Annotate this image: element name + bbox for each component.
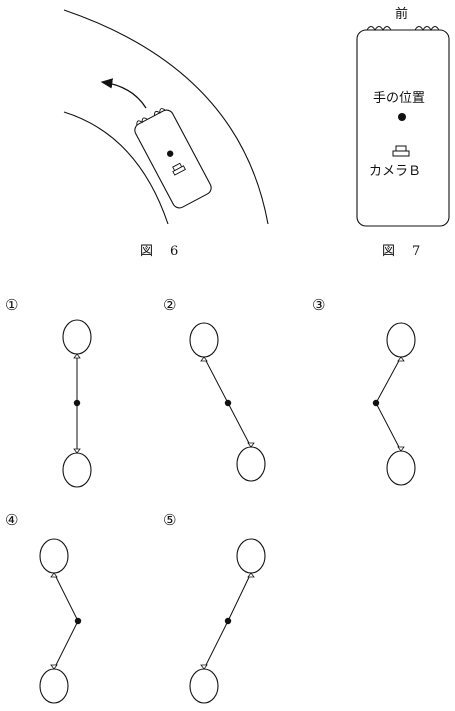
figure-7-caption: 図 7: [382, 244, 423, 259]
hand-point-dot: [224, 617, 232, 625]
turn-direction-arrow: [100, 78, 147, 109]
hand-point-dot: [73, 399, 81, 407]
option-5-label: ⑤: [163, 511, 177, 529]
option-4-label: ④: [5, 511, 19, 529]
camera-b-icon: [392, 145, 410, 157]
option-1-drawing: [62, 319, 92, 488]
hand-position-dot: [398, 113, 406, 121]
option-2-label: ②: [163, 296, 177, 314]
camera-b-icon: [172, 162, 186, 176]
figure-7-drawing: [356, 26, 450, 227]
front-label: 前: [395, 7, 409, 22]
figure-6-drawing: [63, 9, 269, 225]
car-body: [356, 29, 450, 227]
options-layer: [39, 319, 416, 704]
outer-track-arc: [63, 9, 269, 225]
option-5-drawing: [189, 538, 266, 704]
car-front-left-bump: [366, 26, 392, 31]
hand-point-dot: [372, 399, 380, 407]
hand-position-dot: [166, 150, 174, 157]
option-4-drawing: [39, 538, 82, 704]
hand-point-dot: [224, 399, 232, 407]
option-3-drawing: [372, 322, 416, 486]
hand-position-label: 手の位置: [373, 91, 426, 106]
option-3-label: ③: [312, 296, 326, 314]
option-2-drawing: [189, 322, 266, 482]
car-front-right-bump: [414, 26, 440, 31]
car-top-view: [134, 108, 212, 209]
inner-track-arc: [63, 111, 169, 225]
option-1-label: ①: [5, 296, 19, 314]
hand-point-dot: [74, 617, 82, 625]
figure-6-caption: 図 6: [140, 244, 181, 259]
camera-b-label: カメラＢ: [369, 164, 422, 179]
